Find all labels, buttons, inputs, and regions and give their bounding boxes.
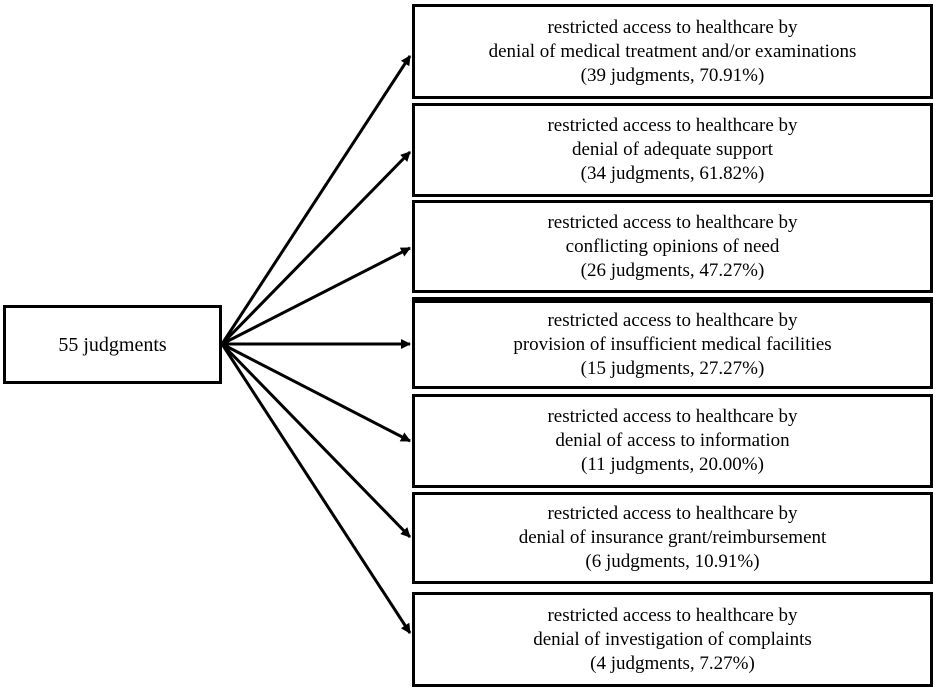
outcome-line-3: (39 judgments, 70.91%) [580, 64, 765, 86]
outcome-line-1: restricted access to healthcare by [547, 16, 798, 38]
outcome-line-1: restricted access to healthcare by [547, 309, 798, 331]
outcome-box-3: restricted access to healthcare by confl… [412, 200, 933, 293]
outcome-line-2: conflicting opinions of need [565, 235, 780, 257]
outcome-line-1: restricted access to healthcare by [547, 503, 798, 524]
outcome-line-1: restricted access to healthcare by [547, 115, 798, 136]
outcome-line-3: (4 judgments, 7.27%) [590, 652, 755, 674]
outcome-line-2: denial of insurance grant/reimbursement [518, 527, 827, 548]
outcome-box-6: restricted access to healthcare by denia… [412, 492, 933, 584]
outcome-box-5: restricted access to healthcare by denia… [412, 394, 933, 488]
outcome-line-3: (11 judgments, 20.00%) [581, 454, 764, 475]
outcome-line-2: provision of insufficient medical facili… [513, 333, 832, 355]
outcome-line-1: restricted access to healthcare by [547, 604, 798, 626]
outcome-line-2: denial of access to information [555, 430, 790, 451]
outcome-box-7: restricted access to healthcare by denia… [412, 592, 933, 687]
outcome-line-3: (6 judgments, 10.91%) [585, 551, 760, 572]
outcome-line-1: restricted access to healthcare by [547, 211, 798, 233]
outcome-line-1: restricted access to healthcare by [547, 406, 798, 427]
arrow-to-outcome-6 [220, 342, 412, 539]
arrow-to-outcome-2 [220, 150, 412, 346]
outcome-line-2: denial of investigation of complaints [533, 628, 812, 650]
arrow-to-outcome-5 [221, 342, 411, 443]
outcome-box-1: restricted access to healthcare by denia… [412, 4, 933, 99]
source-label: 55 judgments [58, 333, 167, 356]
outcome-box-2: restricted access to healthcare by denia… [412, 103, 933, 197]
outcome-line-3: (15 judgments, 27.27%) [580, 357, 765, 379]
source-box: 55 judgments [3, 305, 222, 384]
outcome-line-2: denial of medical treatment and/or exami… [488, 40, 857, 62]
arrow-to-outcome-7 [220, 343, 412, 634]
outcome-box-4: restricted access to healthcare by provi… [412, 297, 933, 389]
arrow-to-outcome-1 [220, 55, 412, 345]
arrow-to-outcome-3 [221, 246, 411, 346]
outcome-line-2: denial of adequate support [571, 139, 773, 160]
outcome-line-3: (26 judgments, 47.27%) [580, 259, 765, 281]
outcome-line-3: (34 judgments, 61.82%) [580, 163, 765, 184]
